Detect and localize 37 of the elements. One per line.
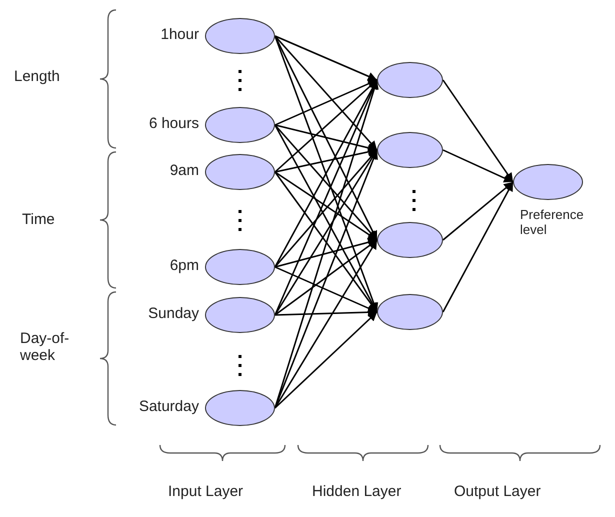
node-caption: Preference level bbox=[520, 208, 585, 238]
arrow bbox=[274, 311, 378, 409]
arrow bbox=[274, 238, 378, 268]
arrow bbox=[442, 149, 514, 183]
node-caption: Saturday bbox=[138, 398, 199, 416]
arrow bbox=[274, 148, 378, 173]
node-caption: Sunday bbox=[148, 305, 199, 322]
arrow bbox=[274, 36, 378, 240]
group-label: Day-of-week bbox=[20, 330, 70, 364]
arrow bbox=[274, 36, 378, 150]
arrow bbox=[274, 308, 378, 317]
neuron-ellipse bbox=[377, 294, 443, 330]
neuron-ellipse bbox=[377, 132, 443, 168]
group-label: Hidden Layer bbox=[312, 483, 402, 500]
arrow bbox=[274, 171, 378, 241]
group-label: Length bbox=[14, 68, 60, 86]
arrow bbox=[274, 124, 378, 152]
neuron-ellipse bbox=[377, 62, 443, 98]
node-caption: 6pm bbox=[170, 257, 199, 274]
group-label: Time bbox=[22, 211, 55, 228]
node-caption: 9am bbox=[170, 162, 199, 180]
arrow bbox=[442, 182, 514, 312]
neuron-ellipse bbox=[205, 390, 275, 426]
arrow bbox=[274, 240, 378, 408]
node-caption: 1hour bbox=[160, 26, 199, 44]
node-caption: 6 hours bbox=[148, 115, 199, 132]
group-label: Output Layer bbox=[454, 483, 541, 500]
neuron-ellipse bbox=[205, 297, 275, 333]
arrow bbox=[442, 181, 514, 241]
arrow bbox=[442, 80, 514, 182]
arrow bbox=[274, 35, 378, 81]
arrow bbox=[274, 266, 378, 313]
group-label: Input Layer bbox=[168, 483, 244, 500]
neuron-ellipse bbox=[377, 222, 443, 258]
neuron-ellipse bbox=[513, 164, 583, 200]
neuron-ellipse bbox=[205, 18, 275, 54]
arrow bbox=[274, 79, 378, 126]
